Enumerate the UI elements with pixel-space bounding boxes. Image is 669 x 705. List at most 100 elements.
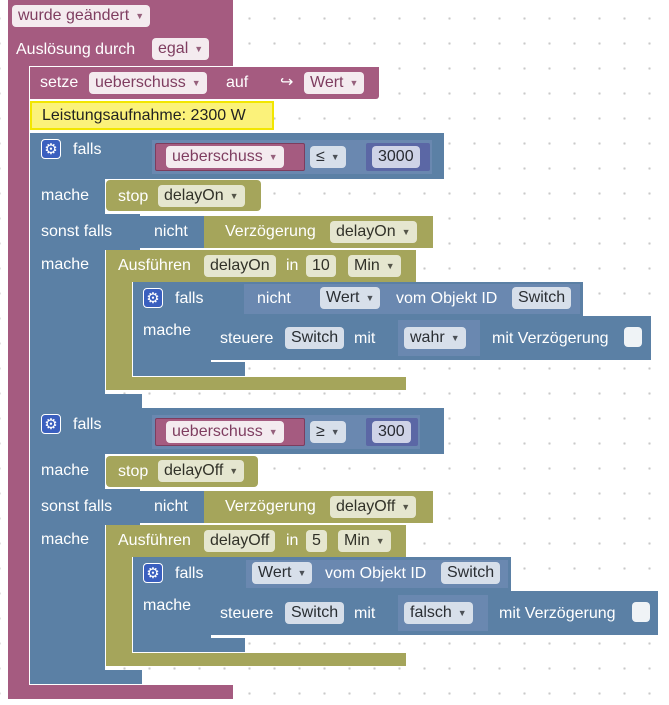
if2-number-field[interactable]: 300	[372, 421, 411, 443]
if1-operator-label: ≤	[316, 148, 325, 165]
trigger-dropdown[interactable]: egal▼	[152, 38, 210, 60]
chevron-down-icon: ▼	[375, 536, 385, 546]
if2-stop-timer-dropdown[interactable]: delayOff ▼	[158, 460, 245, 482]
if1-elseif-label: sonst falls	[41, 223, 113, 240]
chevron-down-icon: ▼	[229, 466, 239, 476]
event-dropdown-label: wurde geändert	[18, 7, 130, 24]
if1-delay-timer-dropdown[interactable]: delayOn ▼	[330, 221, 417, 243]
if2-inner-value-label: Wert	[258, 564, 292, 581]
comment-box[interactable]	[30, 101, 274, 130]
if1-not-block[interactable]	[140, 216, 204, 248]
if2-inner-object-label: Switch	[447, 564, 495, 581]
if2-unit-label: Min	[344, 532, 370, 549]
if1-inner-object-field[interactable]: Switch	[512, 287, 572, 309]
if2-inner-object-field[interactable]: Switch	[441, 562, 501, 584]
set-variable-label: ueberschuss	[95, 74, 186, 91]
chevron-down-icon: ▼	[401, 502, 411, 512]
if1-duration-field[interactable]: 10	[306, 255, 336, 277]
if2-delay-label: Verzögerung	[225, 498, 316, 515]
if1-exec-label: Ausführen	[118, 257, 191, 274]
if2-exec-timer-foot	[106, 653, 406, 666]
if2-operator-label: ≥	[316, 423, 325, 440]
if2-in-label: in	[286, 532, 299, 549]
set-variable-dropdown[interactable]: ueberschuss ▼	[89, 72, 207, 94]
if2-duration-field[interactable]: 5	[306, 530, 327, 552]
event-dropdown[interactable]: wurde geändert▼	[12, 5, 151, 27]
if1-inner-value-dropdown[interactable]: Wert ▼	[320, 287, 381, 309]
if2-exec-timer-field[interactable]: delayOff	[204, 530, 276, 552]
if2-elseif-label: sonst falls	[41, 498, 113, 515]
if1-falls-label: falls	[73, 141, 102, 158]
if1-unit-label: Min	[354, 257, 380, 274]
set-keyword: setze	[40, 74, 79, 91]
if1-bool-dropdown[interactable]: wahr▼	[404, 327, 466, 349]
if2-exec-label: Ausführen	[118, 532, 191, 549]
if2-control-label: steuere	[220, 605, 274, 622]
if1-inner-from-label: vom Objekt ID	[396, 290, 498, 307]
if1-stop-timer-dropdown[interactable]: delayOn▼	[158, 185, 245, 207]
if1-number-field[interactable]: 3000	[372, 146, 420, 168]
chevron-down-icon: ▼	[297, 568, 307, 578]
if1-exec-timer-foot	[106, 377, 406, 390]
if2-unit-dropdown[interactable]: Min ▼	[338, 530, 391, 552]
gear-icon[interactable]: ⚙	[41, 139, 61, 159]
gear-icon[interactable]: ⚙	[143, 563, 163, 583]
if2-stop-label: stop	[118, 463, 149, 480]
chevron-down-icon: ▼	[401, 227, 411, 237]
if1-control-label: steuere	[220, 330, 274, 347]
if1-with-label: mit	[354, 330, 376, 347]
if1-inner-object-label: Switch	[518, 289, 566, 306]
gear-icon[interactable]: ⚙	[143, 288, 163, 308]
if-block-1-spine	[30, 178, 105, 396]
if2-delay-checkbox[interactable]	[632, 602, 650, 622]
chevron-down-icon: ▼	[365, 293, 375, 303]
chevron-down-icon: ▼	[385, 261, 395, 271]
if1-inner-mache-label: mache	[143, 322, 192, 339]
if2-control-switch-label: Switch	[291, 604, 339, 621]
if1-delay-checkbox[interactable]	[624, 327, 642, 347]
if2-stop-timer-label: delayOff	[164, 462, 224, 479]
arrow-return-icon: ↪	[280, 74, 294, 91]
if1-number-label: 3000	[378, 148, 414, 165]
if1-exec-timer-label: delayOn	[210, 257, 270, 274]
if1-stop-label: stop	[118, 188, 149, 205]
chevron-down-icon: ▼	[268, 152, 278, 162]
if1-inner-falls-label: falls	[175, 290, 204, 307]
set-value-dropdown[interactable]: Wert▼	[304, 72, 365, 94]
if1-control-switch-field[interactable]: Switch	[285, 327, 345, 349]
if2-inner-from-label: vom Objekt ID	[325, 565, 427, 582]
if2-bool-dropdown[interactable]: falsch▼	[404, 602, 473, 624]
if-block-1-foot	[30, 394, 142, 408]
chevron-down-icon: ▼	[191, 78, 201, 88]
if1-operator-dropdown[interactable]: ≤▼	[310, 146, 346, 168]
if1-delay-timer-label: delayOn	[336, 223, 396, 240]
if2-inner-value-dropdown[interactable]: Wert ▼	[252, 562, 313, 584]
if2-with-delay-label: mit Verzögerung	[499, 605, 616, 622]
if2-not-block[interactable]	[140, 491, 204, 523]
if2-operator-dropdown[interactable]: ≥▼	[310, 421, 346, 443]
if-block-1-elseif-row	[30, 214, 140, 250]
if1-duration-label: 10	[312, 257, 330, 274]
if1-exec-timer-field[interactable]: delayOn	[204, 255, 276, 277]
if2-number-label: 300	[378, 423, 405, 440]
if2-delay-timer-dropdown[interactable]: delayOff▼	[330, 496, 417, 518]
chevron-down-icon: ▼	[349, 78, 359, 88]
if-block-2-spine	[30, 453, 105, 671]
gear-icon[interactable]: ⚙	[41, 414, 61, 434]
chevron-down-icon: ▼	[330, 427, 340, 437]
if2-control-switch-field[interactable]: Switch	[285, 602, 345, 624]
chevron-down-icon: ▼	[194, 44, 204, 54]
if2-inner-falls-label: falls	[175, 565, 204, 582]
if1-inner-value-label: Wert	[326, 289, 360, 306]
chevron-down-icon: ▼	[330, 152, 340, 162]
if1-unit-dropdown[interactable]: Min ▼	[348, 255, 401, 277]
if2-var-dropdown[interactable]: ueberschuss▼	[166, 421, 284, 443]
if2-exec-timer-spine	[106, 555, 132, 655]
if1-control-switch-label: Switch	[291, 329, 339, 346]
if1-not-label: nicht	[154, 223, 188, 240]
trigger-label: Auslösung durch	[16, 41, 136, 58]
chevron-down-icon: ▼	[229, 191, 239, 201]
if1-exec-timer-spine	[106, 280, 132, 380]
chevron-down-icon: ▼	[457, 608, 467, 618]
if1-var-dropdown[interactable]: ueberschuss▼	[166, 146, 284, 168]
